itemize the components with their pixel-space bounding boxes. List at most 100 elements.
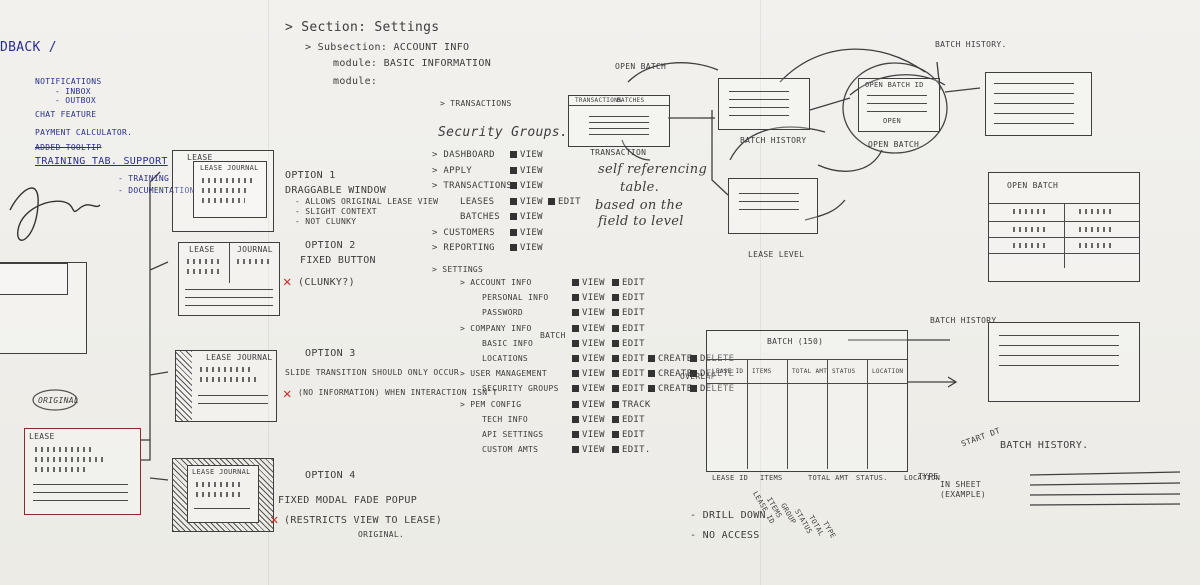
divider [229,243,230,283]
batch-column-header: ITEMS [752,368,772,375]
option2-wireframe: LEASE JOURNAL [178,242,280,316]
scribble [200,188,250,193]
permission-view: VIEW [572,324,605,334]
in-sheet-label: IN SHEET [940,480,981,489]
scribble [200,178,255,183]
box-right-label: JOURNAL [237,245,273,254]
permission-label: VIEW [520,212,543,222]
divider [185,297,273,299]
paper-fold [760,0,761,585]
permission-label: EDIT [622,308,645,319]
divider [185,305,273,307]
scribble [185,259,221,264]
permission-label: DELETE [700,369,735,380]
permission-name: SECURITY GROUPS [482,384,559,394]
checkbox-icon [510,213,517,220]
option4-desc: (RESTRICTS VIEW TO LEASE) [284,515,443,526]
permission-create: CREATE [648,369,692,379]
handwritten-note: based on the [595,198,684,213]
scribble [1011,209,1049,214]
note-bullet: - OUTBOX [55,96,96,105]
divider [739,193,799,195]
divider [707,383,907,385]
section-heading: > Section: Settings [285,20,440,35]
scribble [1077,243,1115,248]
permission-label: VIEW [520,227,543,238]
permission-name: CUSTOM AMTS [482,445,539,455]
checkbox-icon [572,339,579,347]
option1-label: OPTION 1 [285,170,336,181]
permission-label: EDIT [622,278,645,288]
transactions-wireframe: TRANSACTIONS BATCHES [568,95,670,147]
permission-name: PERSONAL INFO [482,293,549,303]
transaction-caption: TRANSACTION [590,148,647,157]
permission-label: EDIT. [622,445,651,456]
note-bullet: - INBOX [55,87,91,96]
divider [787,359,789,469]
checkbox-icon [612,415,619,423]
permission-view: VIEW [510,228,543,238]
option3-wireframe: LEASE JOURNAL [175,350,277,422]
permission-label: VIEW [582,278,605,288]
permission-edit: EDIT [612,308,645,318]
checkbox-icon [690,370,697,378]
permission-name: TECH INFO [482,414,529,424]
permission-edit: EDIT. [612,445,651,455]
permission-edit: EDIT [612,369,645,379]
checkbox-icon [690,385,697,393]
option3-desc: SLIDE TRANSITION SHOULD ONLY OCCUR [285,368,459,377]
permission-label: VIEW [582,293,605,304]
divider [994,93,1074,95]
divider [999,365,1119,367]
box-tab: BATCHES [617,97,645,104]
box-left-label: LEASE [189,245,215,254]
checkbox-icon [572,309,579,317]
scribble [198,377,258,382]
permission-view: VIEW [572,354,605,364]
wireframe-box [0,262,87,354]
divider [747,359,749,469]
divider [994,123,1074,125]
box-title: LEASE JOURNAL [206,353,273,362]
checkbox-icon [612,370,619,378]
type-label: TYPE [918,472,939,481]
scribble [33,457,103,462]
batch-column-header: TOTAL AMT [792,368,828,375]
permission-label: VIEW [582,323,605,334]
permission-edit: EDIT [612,293,645,303]
original-label: ORIGINAL [38,396,79,405]
divider [185,289,273,291]
permission-label: CREATE [658,369,693,380]
permission-name: BASIC INFO [482,338,534,348]
permission-view: VIEW [510,181,543,191]
checkbox-icon [648,370,655,378]
reject-mark: ✕ [283,386,292,402]
handwritten-note: table. [620,180,660,195]
option4-wireframe: LEASE JOURNAL [172,458,274,532]
permission-name: > USER MANAGEMENT [460,369,547,379]
permission-label: VIEW [520,165,543,176]
permission-name: LOCATIONS [482,354,529,363]
permission-delete: DELETE [690,369,734,379]
box-title: LEASE [29,432,55,441]
checkbox-icon [510,151,517,158]
permission-label: VIEW [582,445,605,456]
checkbox-icon [612,339,619,347]
checkbox-icon [612,446,619,454]
modal-popup: LEASE JOURNAL [187,465,259,523]
scribble [235,259,271,264]
permission-view: VIEW [510,197,543,207]
checkbox-icon [510,166,517,174]
batch-history-wireframe [985,72,1092,136]
divider [589,128,649,130]
permission-label: EDIT [622,323,645,334]
no-access-note: - NO ACCESS [690,530,760,541]
permission-view: VIEW [510,243,543,253]
permission-edit: EDIT [612,430,645,440]
permission-view: VIEW [572,400,605,410]
permission-view: VIEW [572,445,605,455]
draggable-window: LEASE JOURNAL [193,161,267,218]
open-batch-wireframe: OPEN BATCH ID OPEN [858,78,940,132]
settings-heading: > SETTINGS [432,265,484,274]
